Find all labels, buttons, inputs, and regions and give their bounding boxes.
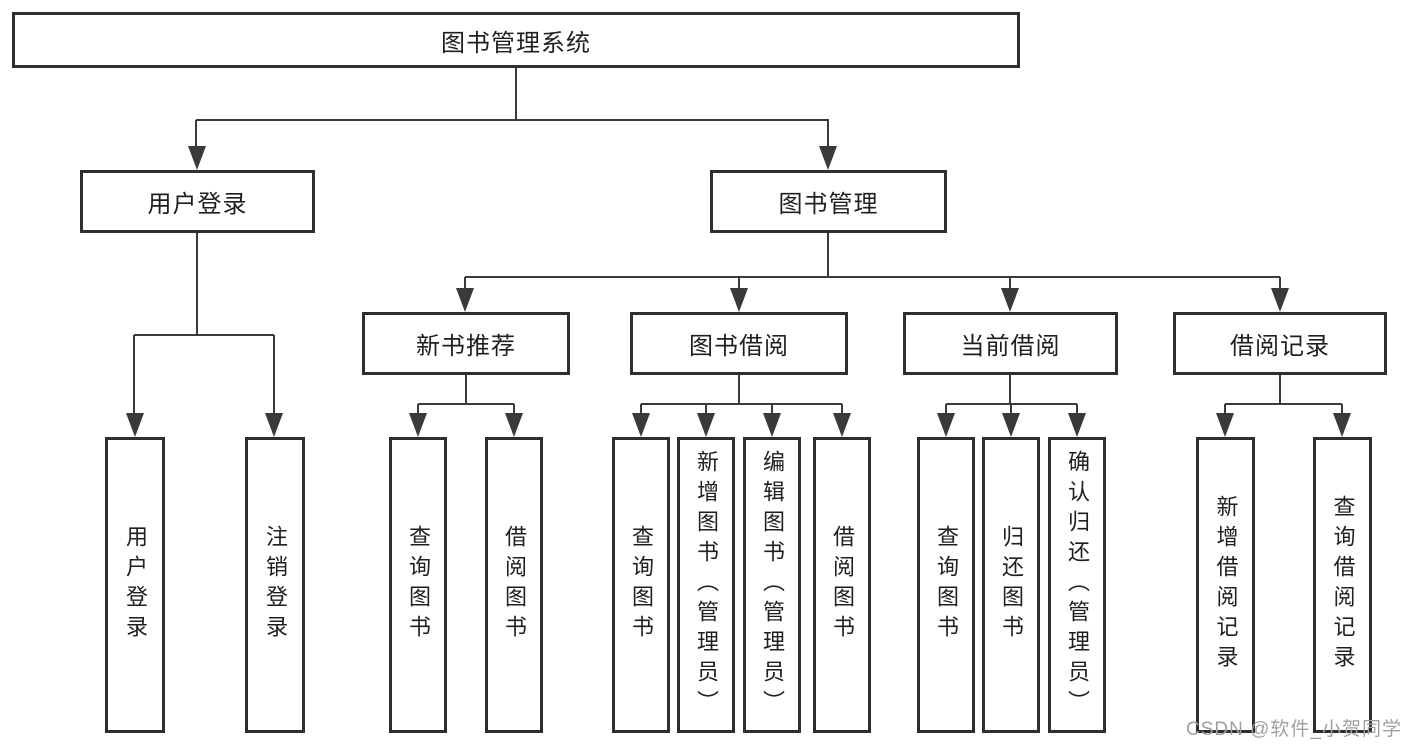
node-label: 注销登录 [263, 525, 288, 645]
node-user-login: 用户登录 [80, 170, 315, 233]
node-label: 用户登录 [123, 525, 148, 645]
leaf-add-borrow-record: 新增借阅记录 [1196, 437, 1255, 733]
node-label: 借阅图书 [502, 525, 527, 645]
node-label: 借阅图书 [830, 525, 855, 645]
leaf-borrow-books-recommend: 借阅图书 [485, 437, 543, 733]
node-book-management: 图书管理 [710, 170, 947, 233]
node-label: 用户登录 [147, 191, 248, 218]
leaf-query-borrow-record: 查询借阅记录 [1313, 437, 1372, 733]
leaf-query-books-borrow: 查询图书 [612, 437, 670, 733]
node-label: 新增图书（管理员） [694, 450, 719, 720]
leaf-query-books-recommend: 查询图书 [389, 437, 447, 733]
node-label: 图书管理 [778, 191, 879, 218]
csdn-watermark: CSDN @软件_小贺同学 [1186, 719, 1402, 740]
node-label: 查询图书 [406, 525, 431, 645]
node-label: 查询图书 [629, 525, 654, 645]
leaf-borrow-books: 借阅图书 [813, 437, 871, 733]
node-label: 查询借阅记录 [1330, 495, 1356, 675]
leaf-query-books-current: 查询图书 [917, 437, 975, 733]
node-label: 图书借阅 [689, 333, 789, 360]
connector-borrow-records-to-leaves [1216, 375, 1351, 437]
node-label: 查询图书 [934, 525, 959, 645]
node-book-borrow: 图书借阅 [630, 312, 848, 375]
leaf-user-login: 用户登录 [105, 437, 165, 733]
connector-new-book-recommend-to-leaves [409, 375, 523, 437]
connector-user-login-to-leaves [126, 233, 283, 437]
node-label: 编辑图书（管理员） [760, 450, 785, 720]
node-label: 归还图书 [999, 525, 1024, 645]
connector-current-borrow-to-leaves [937, 375, 1086, 437]
node-new-book-recommend: 新书推荐 [362, 312, 570, 375]
node-root-library-system: 图书管理系统 [12, 12, 1020, 68]
node-label: 当前借阅 [960, 333, 1061, 360]
leaf-add-books-admin: 新增图书（管理员） [677, 437, 735, 733]
node-label: 借阅记录 [1230, 333, 1330, 360]
leaf-confirm-return-admin: 确认归还（管理员） [1048, 437, 1106, 733]
leaf-logout: 注销登录 [245, 437, 305, 733]
node-borrow-records: 借阅记录 [1173, 312, 1387, 375]
node-label: 确认归还（管理员） [1065, 450, 1090, 720]
connector-book-borrow-to-leaves [632, 375, 851, 437]
node-label: 图书管理系统 [441, 29, 591, 57]
connector-book-management-to-level3 [456, 233, 1289, 312]
node-label: 新书推荐 [416, 333, 516, 360]
leaf-edit-books-admin: 编辑图书（管理员） [743, 437, 801, 733]
connector-root-to-level2 [188, 68, 837, 170]
node-label: 新增借阅记录 [1213, 495, 1239, 675]
node-current-borrow: 当前借阅 [903, 312, 1118, 375]
leaf-return-books: 归还图书 [982, 437, 1040, 733]
